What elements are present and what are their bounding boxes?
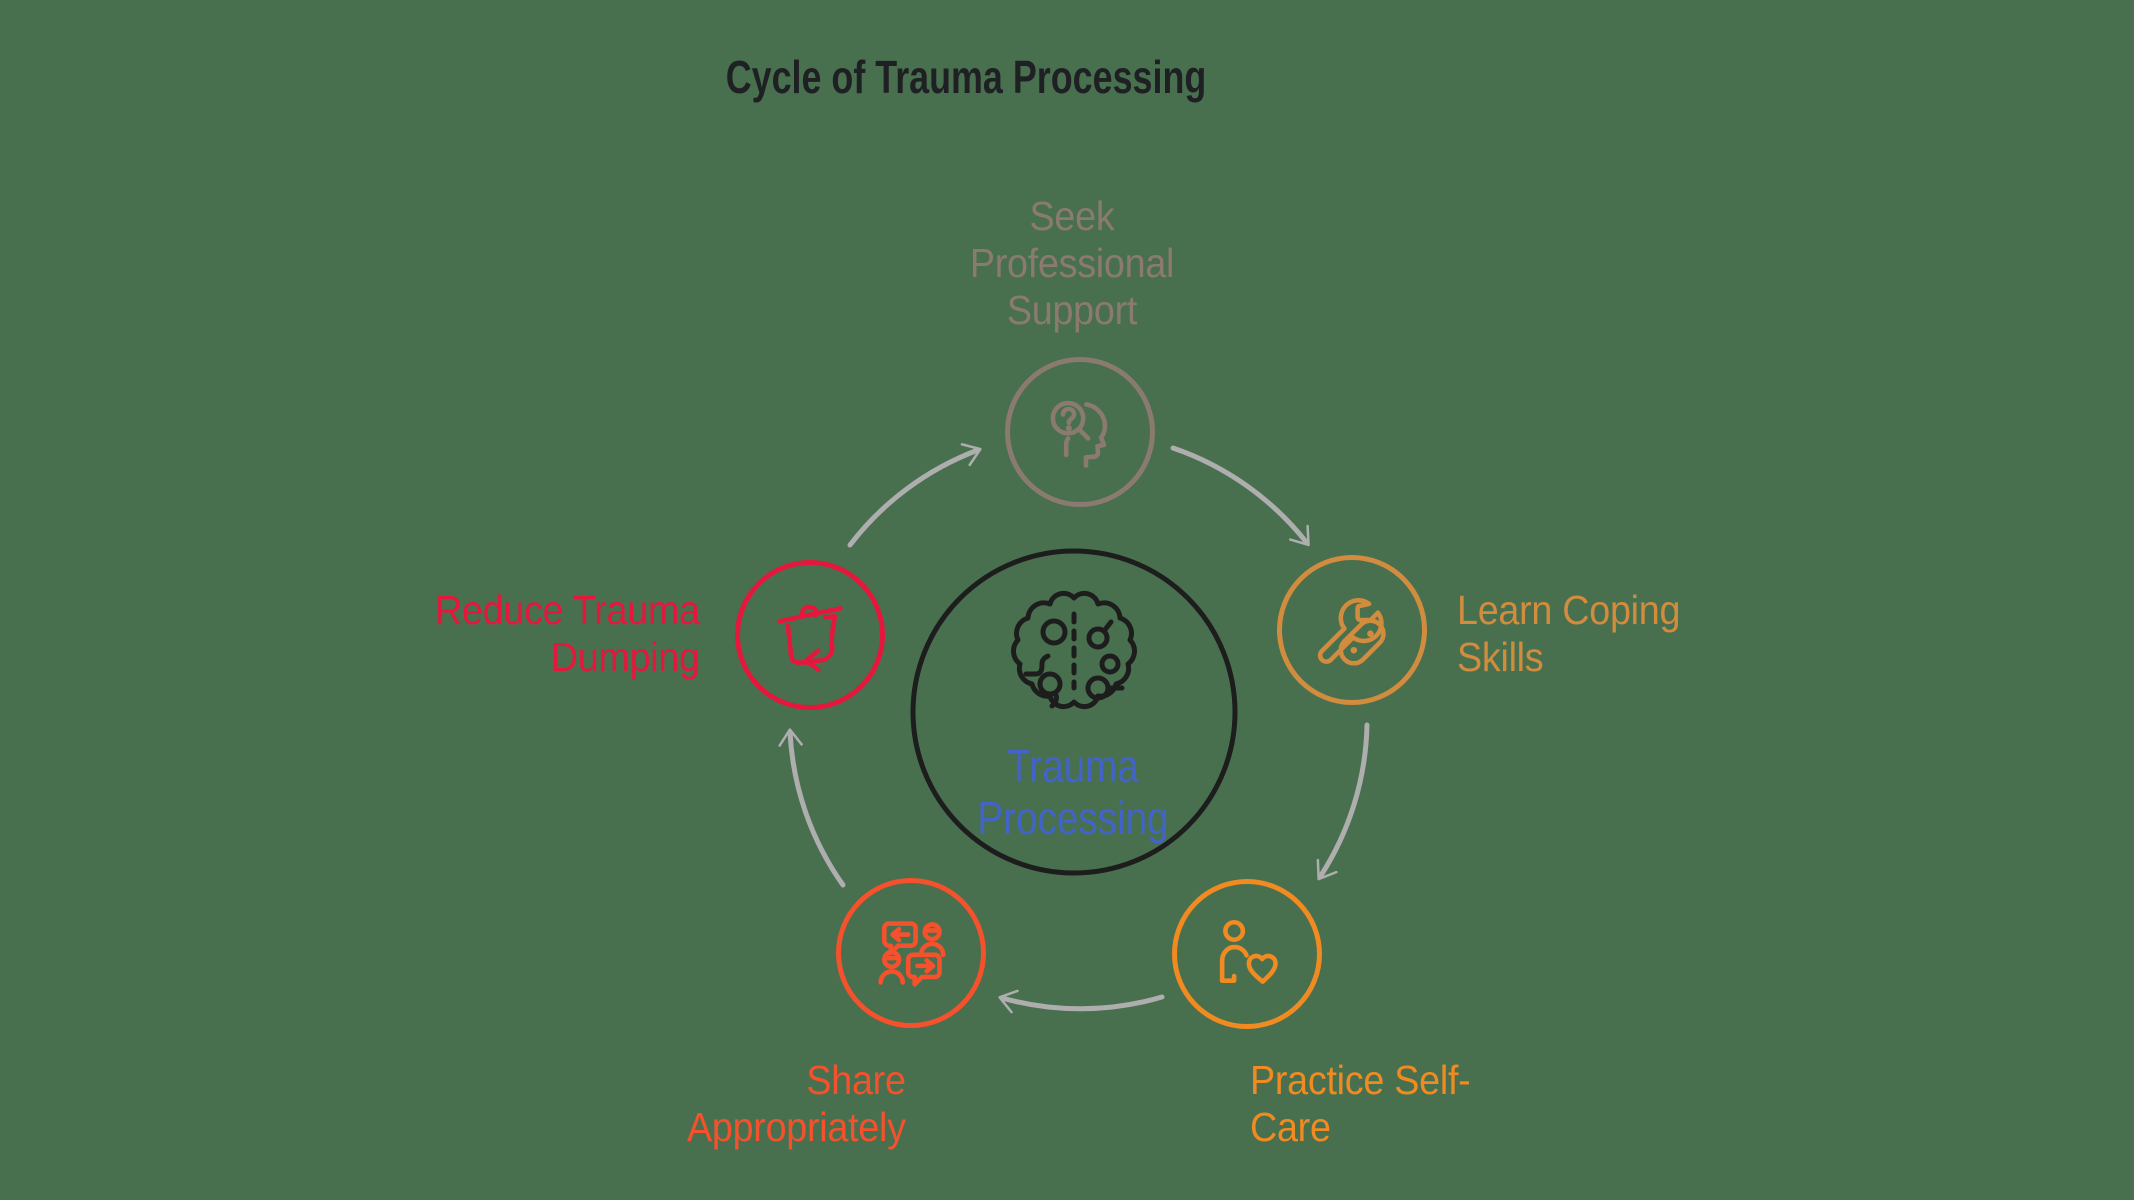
wrench-tools-icon — [1317, 598, 1386, 666]
node-seek-professional-support — [1005, 357, 1155, 507]
center-hub — [910, 548, 1238, 876]
label-seek-professional-support: Seek Professional Support — [969, 193, 1175, 333]
arrow-practice-to-share — [998, 989, 1165, 1014]
arrow-share-to-reduce — [778, 728, 846, 888]
arrow-seek-to-learn — [1170, 445, 1310, 547]
brain-circuit-icon — [1011, 590, 1137, 710]
node-reduce-trauma-dumping — [735, 560, 885, 710]
person-heart-icon — [1219, 919, 1278, 984]
node-ring-seek — [1005, 357, 1155, 507]
label-share-appropriately: Share Appropriately — [687, 1057, 906, 1150]
label-learn-coping-skills: Learn Coping Skills — [1457, 587, 1681, 680]
head-search-question-icon — [1050, 400, 1108, 468]
node-learn-coping-skills — [1277, 555, 1427, 705]
node-ring-share — [836, 878, 986, 1028]
label-center-trauma-processing: Trauma Processing — [977, 740, 1169, 844]
node-practice-self-care — [1172, 879, 1322, 1029]
people-speech-bubbles-icon — [878, 921, 946, 987]
node-ring-reduce — [735, 560, 885, 710]
diagram-title: Cycle of Trauma Processing — [725, 51, 1207, 103]
arrow-reduce-to-seek — [847, 443, 982, 548]
cycle-arrows — [778, 443, 1370, 1014]
node-share-appropriately — [836, 878, 986, 1028]
node-ring-learn — [1277, 555, 1427, 705]
node-ring-practice — [1172, 879, 1322, 1029]
trash-return-arrow-icon — [777, 604, 843, 673]
label-reduce-trauma-dumping: Reduce Trauma Dumping — [435, 587, 700, 680]
center-hub-ring — [910, 548, 1238, 876]
label-practice-self-care: Practice Self- Care — [1250, 1057, 1471, 1150]
arrow-learn-to-practice — [1316, 722, 1370, 881]
